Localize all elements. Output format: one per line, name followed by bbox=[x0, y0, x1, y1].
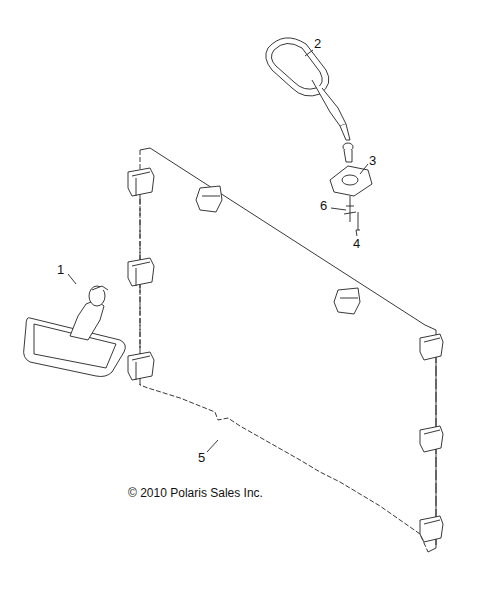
callout-number: 2 bbox=[314, 37, 321, 50]
side-mirror bbox=[266, 38, 372, 230]
callout-number: 1 bbox=[57, 263, 64, 276]
callout-number: 5 bbox=[198, 451, 205, 464]
callout-number: 6 bbox=[320, 199, 327, 212]
callout-number: 4 bbox=[353, 237, 360, 250]
leader-lines bbox=[68, 50, 368, 452]
windshield-clips bbox=[128, 168, 443, 542]
callout-number: 3 bbox=[369, 154, 376, 167]
copyright-note: © 2010 Polaris Sales Inc. bbox=[128, 487, 263, 499]
rearview-mirror bbox=[24, 286, 126, 377]
